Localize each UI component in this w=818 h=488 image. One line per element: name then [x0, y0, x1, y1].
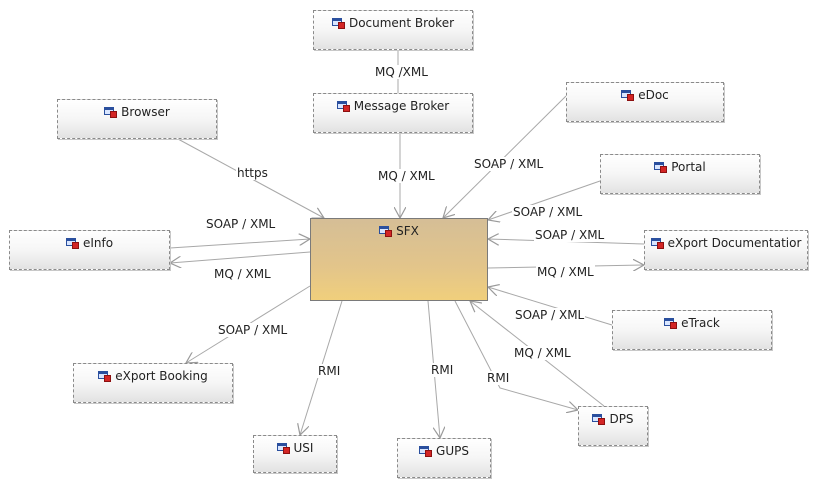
component-icon — [336, 100, 351, 112]
node-header: eDoc — [567, 88, 723, 102]
node-browser[interactable]: Browser — [57, 99, 217, 139]
connector-label-docbroker-msgbroker: MQ /XML — [374, 65, 429, 79]
node-label: Browser — [121, 105, 170, 119]
node-export-documentation[interactable]: eXport Documentatior — [644, 230, 808, 270]
component-icon — [664, 317, 678, 329]
connector-label-dps-sfx: MQ / XML — [513, 346, 572, 360]
component-icon — [379, 225, 393, 237]
connector-portal-sfx — [488, 180, 601, 220]
node-label: eTrack — [681, 316, 720, 330]
component-icon — [65, 237, 80, 249]
component-icon — [621, 89, 635, 101]
node-gups[interactable]: GUPS — [397, 438, 491, 478]
connector-sfx-dps — [454, 300, 578, 410]
node-message-broker[interactable]: Message Broker — [313, 93, 473, 133]
node-label: eDoc — [638, 88, 669, 102]
component-icon — [592, 413, 606, 425]
node-label: eXport Booking — [115, 369, 208, 383]
node-header: Portal — [601, 160, 759, 174]
connector-label-msgbroker-sfx: MQ / XML — [377, 169, 436, 183]
node-label: GUPS — [436, 444, 469, 458]
node-header: eInfo — [10, 236, 169, 250]
node-header: eXport Documentatior — [645, 236, 807, 250]
node-header: SFX — [311, 224, 487, 238]
connector-label-etrack-sfx: SOAP / XML — [514, 308, 586, 322]
connector-label-einfo-sfx: SOAP / XML — [205, 217, 277, 231]
node-label: Document Broker — [348, 16, 455, 30]
node-label: Message Broker — [353, 99, 450, 113]
node-usi[interactable]: USI — [253, 435, 337, 473]
connector-label-sfx-exportbooking: SOAP / XML — [217, 323, 289, 337]
node-label: eInfo — [82, 236, 114, 250]
connector-label-edoc-sfx: SOAP / XML — [473, 157, 545, 171]
node-portal[interactable]: Portal — [600, 154, 760, 194]
component-icon — [331, 17, 346, 29]
connector-label-portal-sfx: SOAP / XML — [512, 205, 584, 219]
node-header: Browser — [58, 105, 216, 119]
component-icon — [419, 445, 433, 457]
node-dps[interactable]: DPS — [578, 406, 648, 446]
connector-label-sfx-exportdoc: MQ / XML — [536, 265, 595, 279]
node-document-broker[interactable]: Document Broker — [313, 10, 473, 50]
node-header: eXport Booking — [74, 369, 232, 383]
connector-label-exportdoc-sfx: SOAP / XML — [534, 228, 606, 242]
component-icon — [654, 161, 668, 173]
node-header: GUPS — [398, 444, 490, 458]
node-label: eXport Documentatior — [667, 236, 802, 250]
node-etrack[interactable]: eTrack — [612, 310, 772, 350]
component-icon — [650, 237, 665, 249]
node-header: Document Broker — [314, 16, 472, 30]
connector-sfx-einfo — [170, 251, 311, 263]
node-label: USI — [293, 441, 314, 455]
component-icon — [104, 106, 118, 118]
node-header: USI — [254, 441, 336, 455]
node-header: DPS — [579, 412, 647, 426]
node-label: DPS — [609, 412, 634, 426]
node-header: eTrack — [613, 316, 771, 330]
connector-label-sfx-einfo: MQ / XML — [213, 267, 272, 281]
component-icon — [276, 442, 291, 454]
connector-label-sfx-usi: RMI — [317, 364, 342, 378]
node-edoc[interactable]: eDoc — [566, 82, 724, 122]
node-label: Portal — [671, 160, 706, 174]
connector-label-sfx-gups: RMI — [430, 363, 455, 377]
connector-etrack-sfx — [488, 287, 613, 326]
node-export-booking[interactable]: eXport Booking — [73, 363, 233, 403]
node-label: SFX — [396, 224, 419, 238]
connector-einfo-sfx — [169, 239, 310, 249]
node-header: Message Broker — [314, 99, 472, 113]
node-sfx[interactable]: SFX — [310, 218, 488, 301]
node-einfo[interactable]: eInfo — [9, 230, 170, 270]
component-icon — [98, 370, 112, 382]
connector-label-sfx-dps: RMI — [486, 371, 511, 385]
connector-label-browser-sfx: https — [236, 166, 269, 180]
